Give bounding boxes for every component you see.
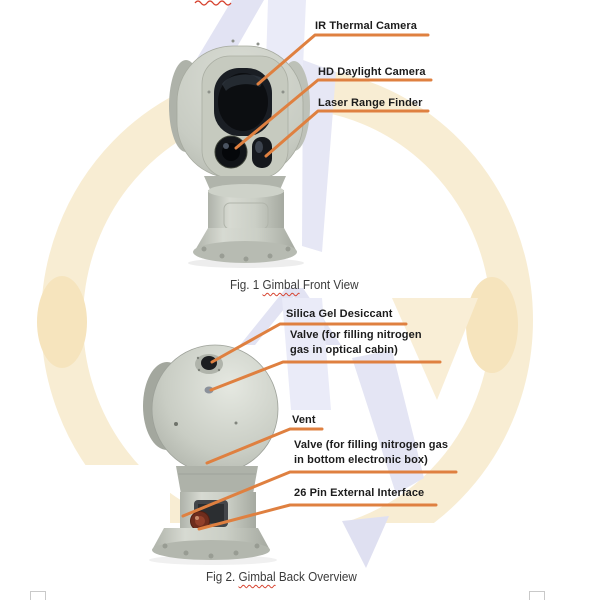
leader-optical-cabin-valve [209, 360, 442, 392]
leader-ir-thermal-camera [256, 33, 430, 86]
figure1-caption: Fig. 1 Gimbal Front View [230, 277, 359, 292]
leader-lines [181, 33, 458, 531]
gimbal-back-illustration [143, 344, 279, 565]
label-electronic-box-valve: Valve (for filling nitrogen gas in botto… [294, 439, 449, 466]
leader-laser-range-finder [264, 109, 430, 158]
cropped-spellcheck-squiggle [194, 0, 232, 6]
label-optical-cabin-valve: Valve (for filling nitrogen gas in optic… [290, 329, 422, 356]
watermark-ring-bright-right [466, 277, 518, 373]
label-vent: Vent [292, 414, 316, 426]
optical-cabin-valve [204, 386, 214, 394]
watermark-wedge [392, 298, 478, 400]
leader-hd-daylight-camera [234, 78, 433, 150]
leader-electronic-box-valve [181, 470, 458, 518]
figure2-caption: Fig 2. Gimbal Back Overview [206, 569, 357, 584]
label-silica-gel-desiccant: Silica Gel Desiccant [286, 308, 393, 320]
figure1-caption-misspelled-word: Gimbal [262, 277, 300, 292]
leader-26-pin-interface [197, 503, 438, 531]
leader-vent [205, 427, 324, 465]
label-ir-thermal-camera: IR Thermal Camera [315, 20, 417, 32]
gimbal-front-illustration [169, 39, 310, 268]
bottom-right-handle-box [529, 591, 545, 600]
label-26-pin-external-interface: 26 Pin External Interface [294, 487, 425, 499]
figure2-caption-misspelled-word: Gimbal [238, 569, 276, 584]
back-pedestal [176, 466, 258, 494]
label-hd-daylight-camera: HD Daylight Camera [318, 66, 426, 78]
label-laser-range-finder: Laser Range Finder [318, 97, 423, 109]
bottom-left-handle-box [30, 591, 46, 600]
silica-gel-cap [201, 356, 217, 370]
watermark-ring-bright-left [37, 276, 87, 368]
leader-silica-gel-desiccant [210, 322, 408, 364]
